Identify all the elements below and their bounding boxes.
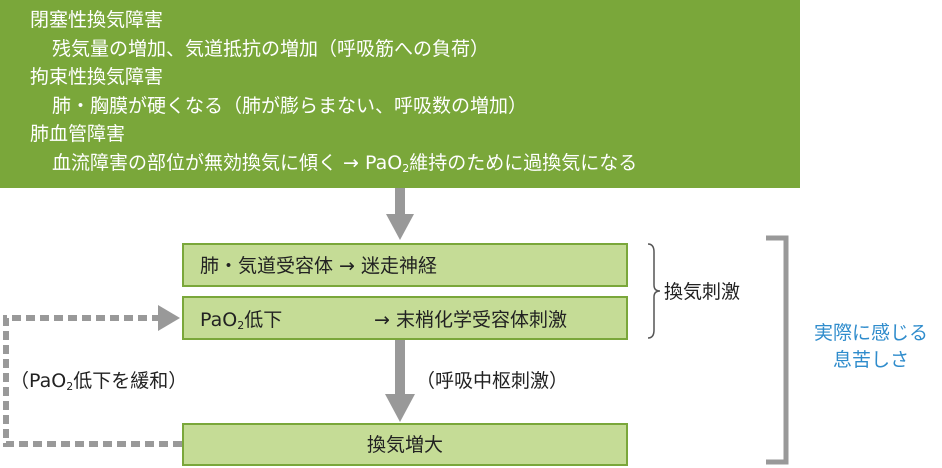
square-bracket	[766, 235, 789, 465]
ventilation-box: 換気増大	[182, 423, 628, 466]
curly-brace	[647, 243, 661, 339]
relief-label: （PaO2低下を緩和）	[10, 370, 188, 393]
ventilation-text: 換気増大	[366, 434, 443, 456]
arrow-shaft	[395, 340, 405, 396]
pao2-text: PaO2低下	[200, 309, 283, 332]
arrow-shaft	[395, 188, 405, 216]
arrow-head-right	[158, 305, 180, 331]
causes-panel: 閉塞性換気障害 残気量の増加、気道抵抗の増加（呼吸筋への負荷） 拘束性換気障害 …	[0, 0, 800, 188]
dyspnea-label: 実際に感じる息苦しさ	[813, 322, 928, 371]
ventilation-stimulus-label: 換気刺激	[664, 281, 741, 303]
arrow-head-down	[386, 214, 414, 240]
pao2-box: PaO2低下 → 末梢化学受容体刺激	[182, 296, 628, 340]
feedback-dashed-line	[3, 315, 182, 447]
cause-detail: 残気量の増加、気道抵抗の増加（呼吸筋への負荷）	[52, 38, 490, 60]
receptor-text: 肺・気道受容体 → 迷走神経	[200, 255, 437, 277]
cause-heading: 拘束性換気障害	[30, 66, 164, 88]
respiratory-center-label: （呼吸中枢刺激）	[416, 370, 569, 392]
receptor-box: 肺・気道受容体 → 迷走神経	[182, 243, 628, 287]
arrow-head-down	[385, 394, 415, 422]
chemoreceptor-text: → 末梢化学受容体刺激	[374, 309, 567, 331]
cause-detail: 血流障害の部位が無効換気に傾く → PaO2維持のために過換気になる	[52, 152, 638, 175]
cause-heading: 肺血管障害	[30, 123, 126, 145]
cause-heading: 閉塞性換気障害	[30, 9, 164, 31]
cause-detail: 肺・胸膜が硬くなる（肺が膨らまない、呼吸数の増加）	[52, 95, 528, 117]
